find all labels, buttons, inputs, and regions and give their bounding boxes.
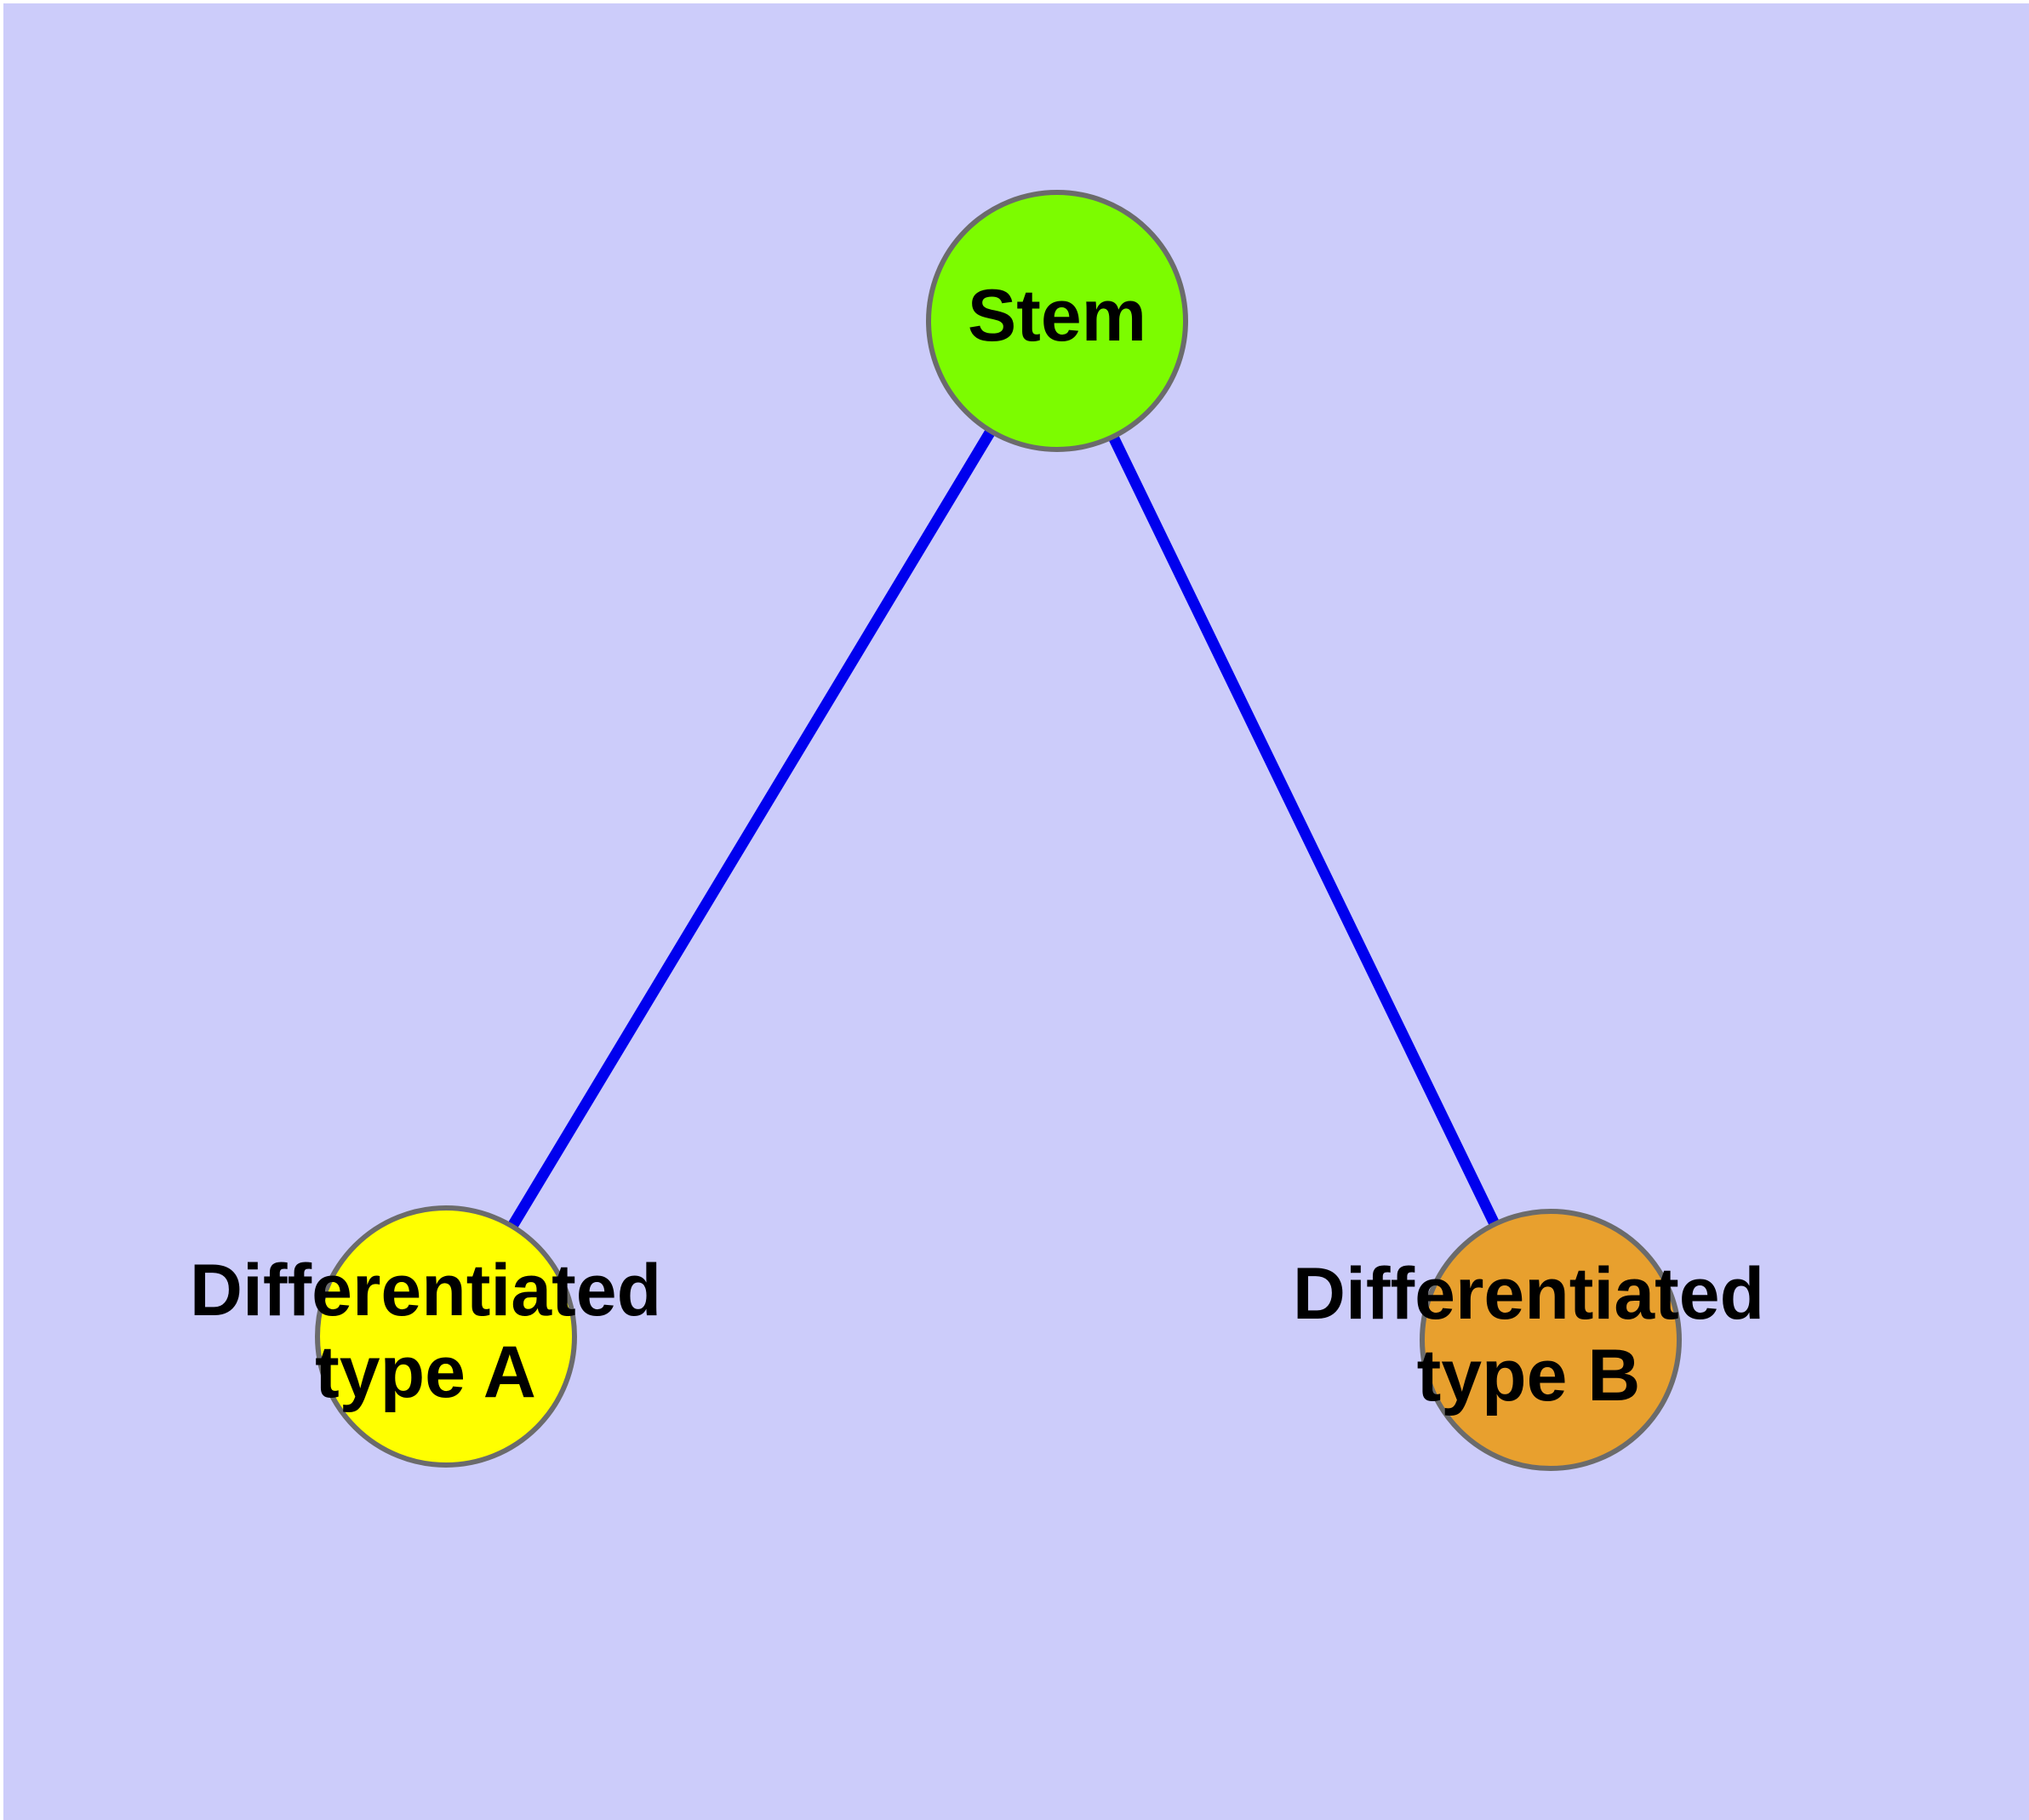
label-line: Differentiated bbox=[1293, 1253, 1764, 1335]
edge-layer bbox=[441, 318, 1556, 1342]
edge-stem-to-differentiated-type-a[interactable] bbox=[441, 318, 1062, 1340]
node-stem-circle[interactable] bbox=[926, 190, 1188, 452]
node-differentiated-type-b-circle[interactable] bbox=[1420, 1209, 1682, 1471]
node-stem-label: Stem bbox=[968, 275, 1146, 357]
label-line: type A bbox=[315, 1331, 536, 1413]
label-line: Stem bbox=[968, 275, 1146, 357]
label-line: type B bbox=[1417, 1335, 1641, 1417]
label-line: Differentiated bbox=[190, 1250, 661, 1331]
node-layer bbox=[315, 190, 1682, 1471]
node-differentiated-type-a-circle[interactable] bbox=[315, 1205, 577, 1468]
edge-stem-to-differentiated-type-b[interactable] bbox=[1052, 318, 1556, 1342]
